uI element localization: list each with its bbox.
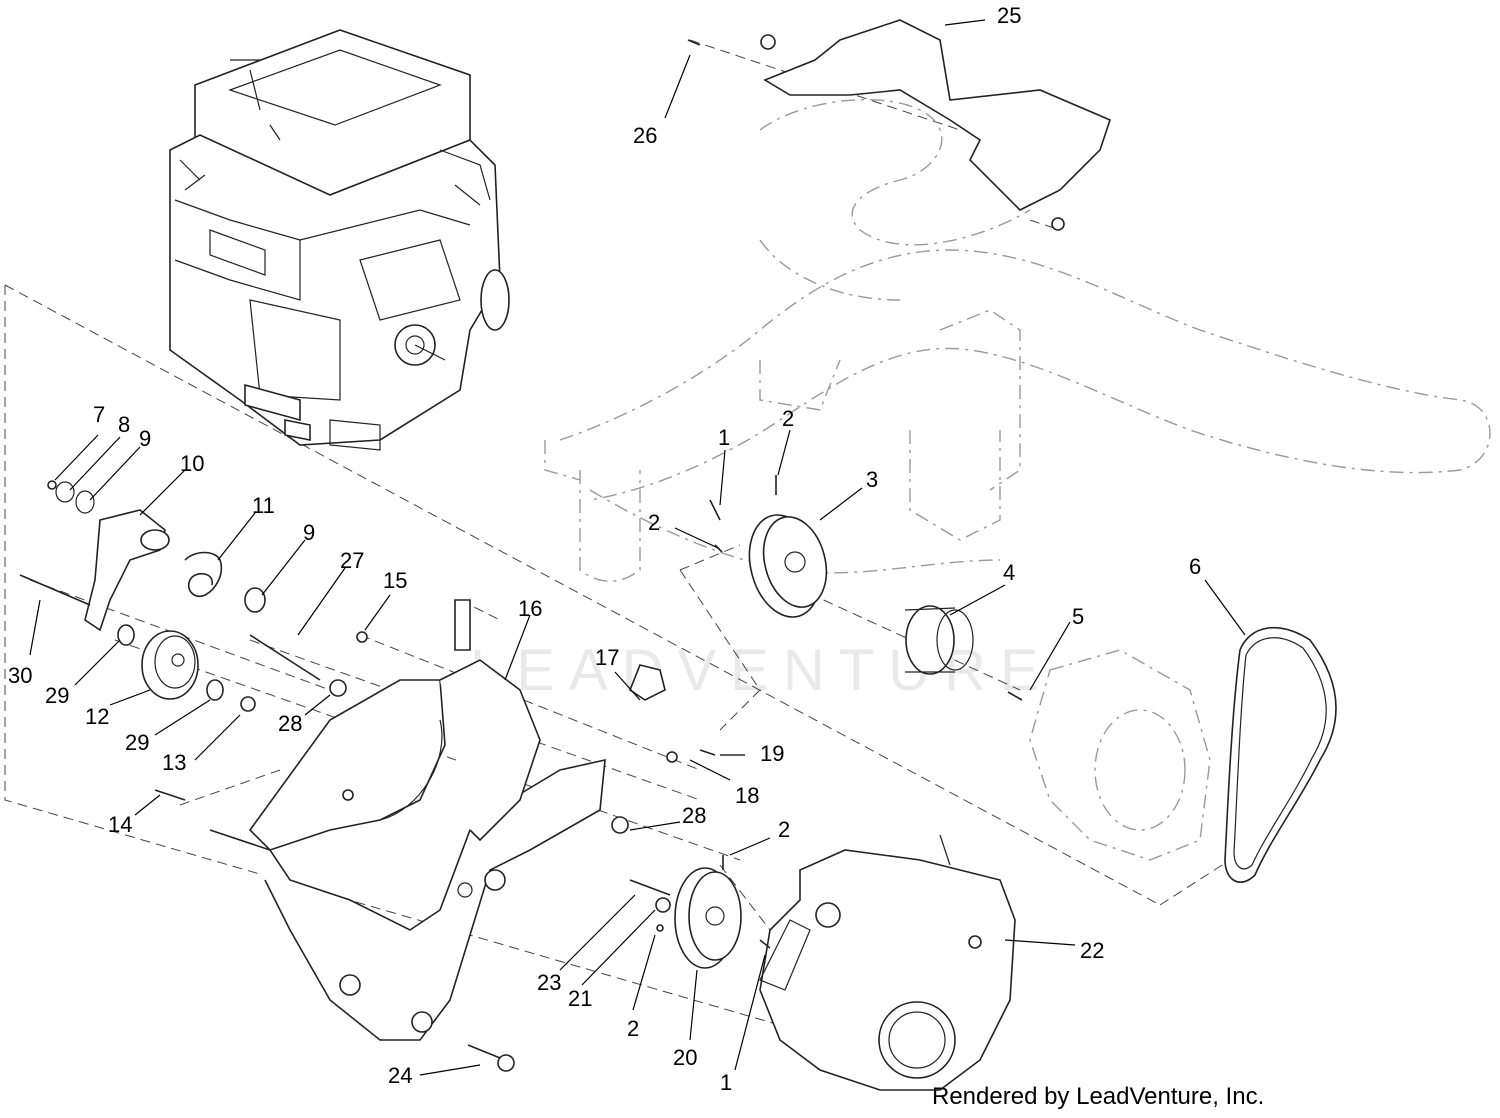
gearbox-ghost <box>1029 649 1211 861</box>
idler-arm-assembly <box>19 480 266 712</box>
callout-21: 21 <box>568 986 592 1011</box>
callout-26: 26 <box>633 123 657 148</box>
callout-leaders <box>29 19 1246 1076</box>
callout-2-clutch: 2 <box>778 817 790 842</box>
callout-20: 20 <box>673 1045 697 1070</box>
callout-25: 25 <box>997 3 1021 28</box>
callout-numbers: 7 8 9 10 11 9 27 15 16 17 1 2 3 2 4 5 6 … <box>8 3 1201 1095</box>
exploded-view-guides <box>4 39 1231 1061</box>
callout-12: 12 <box>85 704 109 729</box>
callout-28-lower: 28 <box>682 803 706 828</box>
callout-18: 18 <box>735 783 759 808</box>
callout-22: 22 <box>1080 938 1104 963</box>
callout-19: 19 <box>760 741 784 766</box>
callout-9: 9 <box>139 426 151 451</box>
hardware <box>154 39 1023 1072</box>
callout-30: 30 <box>8 663 32 688</box>
callout-1-bottom: 1 <box>720 1070 732 1095</box>
drive-belt <box>1224 626 1337 883</box>
callout-11: 11 <box>252 493 275 518</box>
engine-mount-bracket <box>209 659 606 1041</box>
callout-24: 24 <box>388 1063 412 1088</box>
engine <box>169 29 510 451</box>
callout-27: 27 <box>340 548 364 573</box>
callout-29-lower: 29 <box>125 730 149 755</box>
callout-6: 6 <box>1189 554 1201 579</box>
callout-2-bottom: 2 <box>627 1016 639 1041</box>
callout-5: 5 <box>1072 604 1084 629</box>
callout-3: 3 <box>866 467 878 492</box>
callout-28: 28 <box>278 711 302 736</box>
callout-17: 17 <box>595 645 619 670</box>
callout-23: 23 <box>537 970 561 995</box>
callout-2: 2 <box>782 406 794 431</box>
render-credit: Rendered by LeadVenture, Inc. <box>932 1083 1265 1110</box>
callout-10: 10 <box>180 451 204 476</box>
callout-4: 4 <box>1003 560 1015 585</box>
callout-29: 29 <box>45 683 69 708</box>
callout-2-left: 2 <box>648 510 660 535</box>
clutch-guard <box>759 834 1016 1091</box>
pulley-3 <box>748 514 828 618</box>
control-bracket <box>760 19 1111 231</box>
callout-14: 14 <box>108 812 132 837</box>
pulley-4 <box>904 605 974 675</box>
callout-1: 1 <box>718 425 730 450</box>
callout-15: 15 <box>383 568 407 593</box>
callout-16: 16 <box>518 596 542 621</box>
callout-7: 7 <box>93 402 105 427</box>
clutch-pulley <box>674 867 742 969</box>
callout-8: 8 <box>118 412 130 437</box>
callout-13: 13 <box>162 750 186 775</box>
watermark: LEADVENTURE <box>470 638 1053 703</box>
callout-9-lower: 9 <box>303 520 315 545</box>
frame-ghost <box>544 98 1491 582</box>
